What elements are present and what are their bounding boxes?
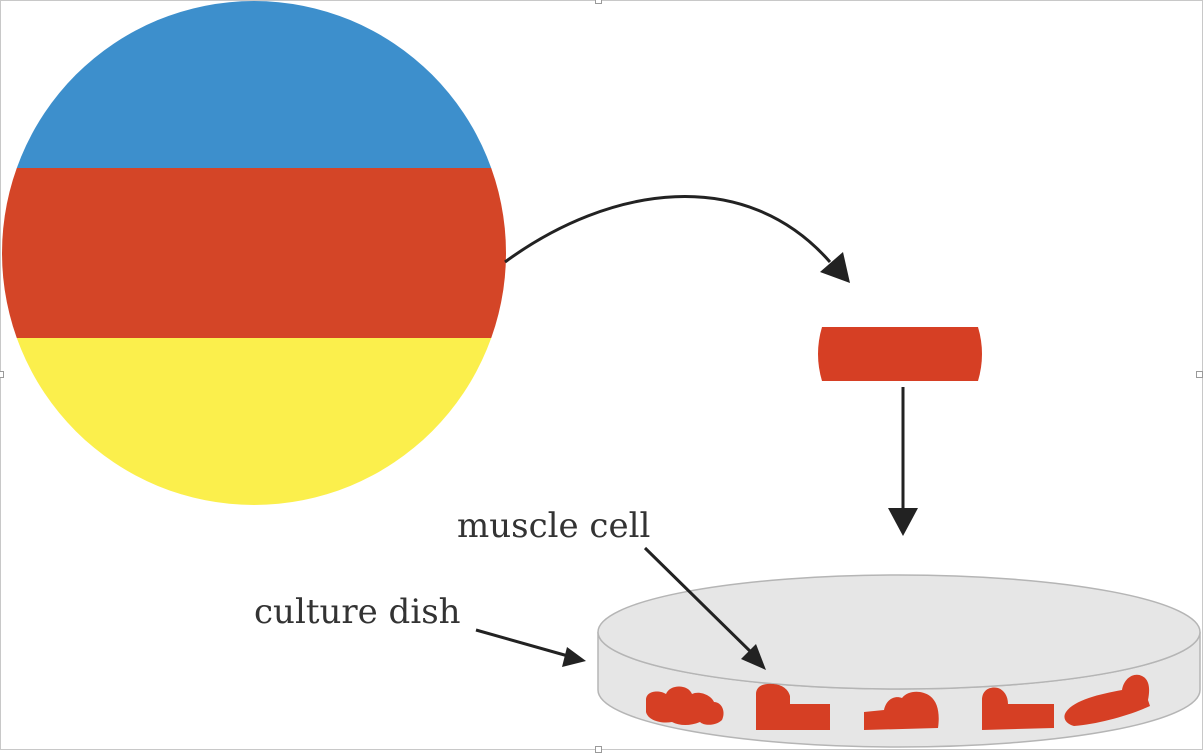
culture-dish-label: culture dish: [254, 592, 461, 632]
tissue-layer-bottom: [2, 338, 506, 505]
tissue-layer-middle: [2, 168, 506, 338]
muscle-cell-5: [1064, 674, 1150, 726]
muscle-cell-2: [756, 683, 830, 730]
resize-handle-top[interactable]: [595, 0, 602, 4]
culture-dish-pointer: [475, 628, 569, 658]
extraction-arrowhead: [820, 252, 850, 283]
muscle-sample: [818, 327, 982, 381]
culture-dish: [597, 574, 1201, 748]
tissue-layer-top: [2, 1, 506, 168]
muscle-cell-pointer-head: [741, 644, 766, 670]
down-arrowhead: [888, 508, 918, 536]
culture-dish-pointer-head: [562, 647, 586, 667]
resize-handle-left[interactable]: [0, 371, 4, 378]
muscle-cell-label: muscle cell: [457, 506, 650, 546]
muscle-cell-4: [982, 687, 1054, 730]
muscle-cell-3: [864, 691, 939, 730]
extraction-arrow: [504, 195, 832, 264]
muscle-cell-pointer: [643, 546, 758, 659]
tissue-circle: [2, 1, 506, 505]
resize-handle-right[interactable]: [1196, 371, 1203, 378]
muscle-cell-1: [646, 686, 724, 725]
